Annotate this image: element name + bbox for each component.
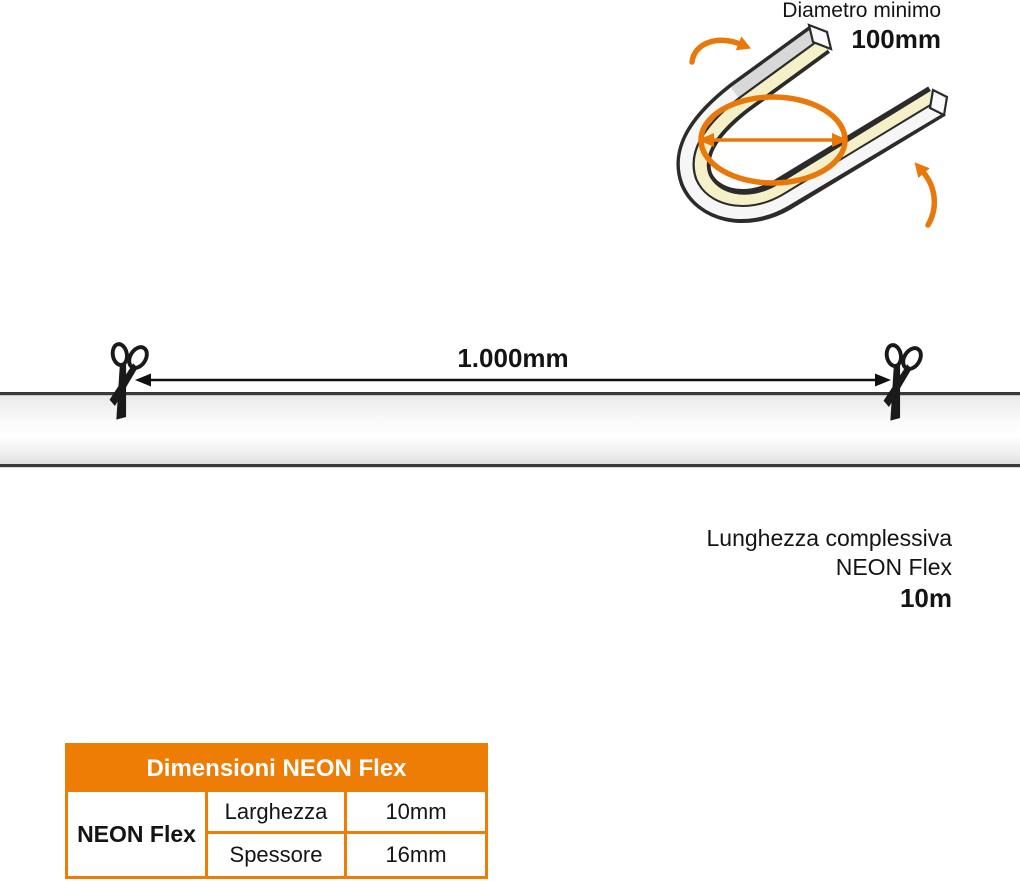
table-cell-property: Spessore (208, 834, 347, 876)
total-length-line1: Lunghezza complessiva (706, 525, 952, 551)
min-diameter-label: Diametro minimo (782, 0, 941, 22)
table-header: Dimensioni NEON Flex (68, 746, 485, 792)
bend-direction-arrow-top-icon (689, 36, 752, 65)
strip-end-cap-bottom (928, 88, 949, 117)
total-length-value: 10m (899, 583, 952, 613)
cut-dimension-arrow-icon (135, 373, 891, 387)
table-cell-product: NEON Flex (68, 792, 208, 876)
table-cell-property: Larghezza (208, 792, 347, 834)
strip-bottom-edge (0, 464, 1020, 468)
neon-strip (0, 392, 1020, 468)
table-cell-value: 10mm (347, 792, 485, 834)
total-length-callout: Lunghezza complessiva NEON Flex 10m (707, 524, 952, 614)
bent-strip (676, 23, 949, 223)
min-diameter-value: 100mm (851, 24, 941, 54)
total-length-line2: NEON Flex (835, 554, 952, 580)
cut-length-value: 1.000mm (457, 343, 569, 373)
min-diameter-callout: Diametro minimo 100mm (782, 0, 941, 55)
strip-end-cap-top (807, 23, 833, 51)
strip-body (0, 395, 1020, 465)
table-cell-value: 16mm (347, 834, 485, 876)
bend-direction-arrow-bottom-icon (914, 162, 937, 228)
strip-top-edge (0, 392, 1020, 396)
table-body: NEON Flex Larghezza 10mm Spessore 16mm (68, 792, 485, 876)
dimensions-table: Dimensioni NEON Flex NEON Flex Larghezza… (65, 743, 488, 879)
diameter-arrow-icon (698, 133, 848, 147)
bend-illustration (676, 23, 949, 228)
